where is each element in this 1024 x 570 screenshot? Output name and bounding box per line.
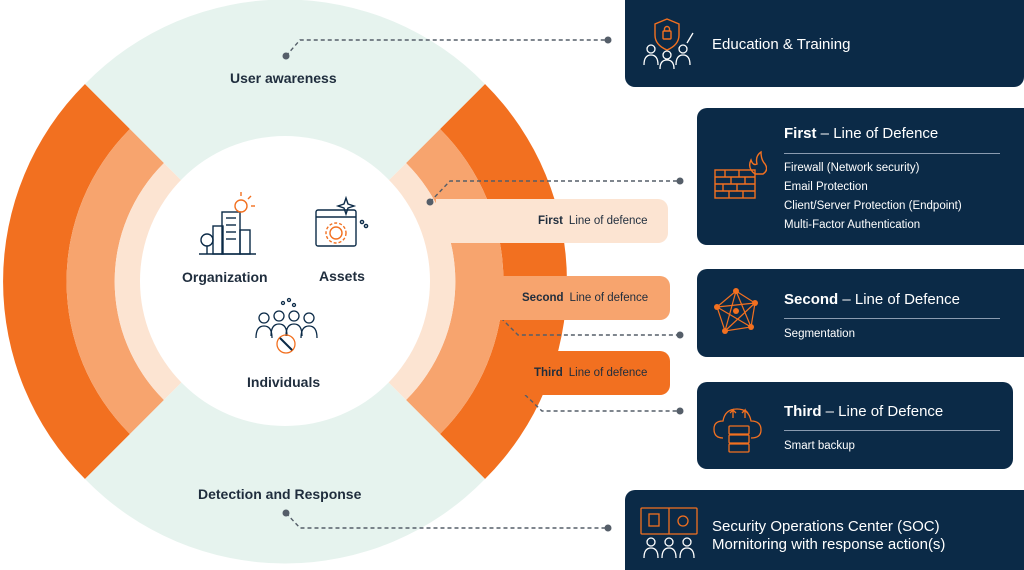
tab-first-text: Line of defence — [568, 215, 648, 227]
tab-third-text: Line of defence — [568, 367, 648, 379]
cloud-backup-icon — [713, 408, 762, 453]
inner-ring-left — [114, 163, 182, 400]
tab-second-strong: Second — [522, 292, 564, 304]
tab-first-strong: First — [538, 215, 563, 227]
panel-soc-line2: Mornitoring with response action(s) — [712, 536, 946, 553]
network-icon — [714, 288, 758, 334]
label-user-awareness: User awareness — [230, 70, 337, 86]
tab-second-text: Line of defence — [569, 292, 649, 304]
panel-soc-line1: Security Operations Center (SOC) — [712, 518, 940, 535]
list-item: Segmentation — [784, 328, 855, 340]
individuals-icon — [255, 297, 318, 354]
panel-second-title-text: – Line of Defence — [838, 291, 960, 308]
panel-second-items: Segmentation — [784, 325, 855, 344]
panel-second-title-strong: Second — [784, 291, 839, 308]
tab-first-line: First Line of defence — [436, 199, 668, 243]
panel-second-title: Second – Line of Defence — [784, 291, 960, 308]
list-item: Smart backup — [784, 440, 855, 452]
panel-first-title: First – Line of Defence — [784, 125, 938, 142]
tab-second-line: Second Line of defence — [480, 276, 670, 320]
panel-third-title-strong: Third — [784, 403, 822, 420]
tab-third-strong: Third — [534, 367, 563, 379]
shield-people-icon — [643, 18, 694, 70]
panel-first-rule — [784, 153, 1000, 154]
connector-lines — [285, 39, 680, 529]
panel-first-items: Firewall (Network security) Email Protec… — [784, 159, 962, 235]
list-item: Client/Server Protection (Endpoint) — [784, 200, 962, 212]
organization-icon — [199, 192, 256, 255]
detection-response-ring — [85, 382, 485, 564]
core-circle — [140, 136, 430, 426]
label-detection-response: Detection and Response — [198, 486, 362, 502]
label-organization: Organization — [182, 269, 268, 285]
panel-first-line: First – Line of Defence Firewall (Networ… — [697, 108, 1024, 245]
panel-second-rule — [784, 318, 1000, 319]
tab-third-line: Third Line of defence — [500, 351, 670, 395]
list-item: Firewall (Network security) — [784, 162, 920, 174]
panel-third-line: Third – Line of Defence Smart backup — [697, 382, 1013, 469]
panel-education-title: Education & Training — [712, 36, 851, 53]
label-assets: Assets — [319, 268, 365, 284]
panel-education-training: Education & Training — [625, 0, 1024, 87]
mid-ring-left — [66, 129, 164, 434]
list-item: Email Protection — [784, 181, 868, 193]
panel-soc: Security Operations Center (SOC) Mornito… — [625, 490, 1024, 570]
label-individuals: Individuals — [247, 374, 321, 390]
panel-third-title: Third – Line of Defence — [784, 403, 943, 420]
outer-ring-left — [3, 84, 130, 479]
panel-first-title-text: – Line of Defence — [816, 125, 939, 142]
panel-third-items: Smart backup — [784, 437, 855, 456]
panel-third-rule — [784, 430, 1000, 431]
firewall-icon — [714, 150, 767, 199]
panel-third-title-text: – Line of Defence — [821, 403, 944, 420]
panel-first-title-strong: First — [784, 125, 817, 142]
panel-second-line: Second – Line of Defence Segmentation — [697, 269, 1024, 357]
soc-icon — [640, 507, 698, 559]
user-awareness-ring — [85, 0, 485, 181]
assets-icon — [315, 195, 369, 247]
list-item: Multi-Factor Authentication — [784, 219, 921, 231]
